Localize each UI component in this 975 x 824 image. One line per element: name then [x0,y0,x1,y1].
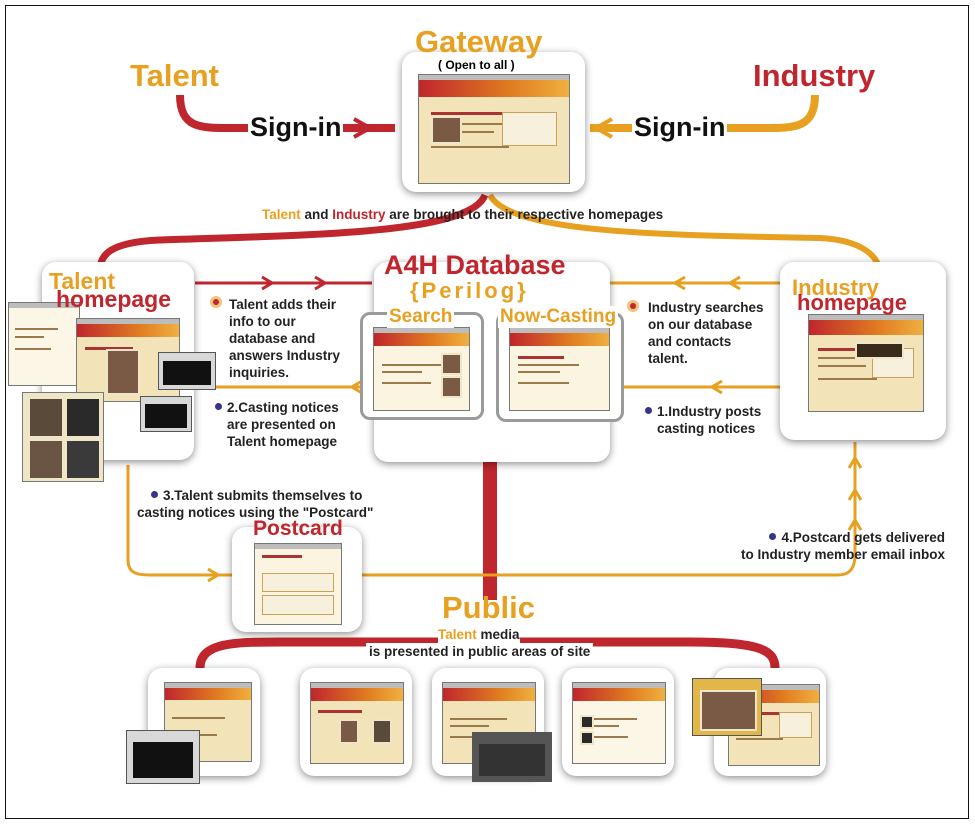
gateway-card [402,52,585,192]
public-media-line: Talent media [438,626,520,643]
caption-industry: Industry [332,207,386,222]
caption-talent: Talent [262,207,301,222]
now-casting-label: Now-Casting [498,306,619,328]
public-video-window [472,732,552,782]
search-photo-1 [440,352,462,375]
gateway-photo [431,116,462,144]
talent-homepage-photo [105,348,141,396]
gateway-title: Gateway [415,24,543,59]
step2-bullet [215,403,222,410]
now-casting-screenshot [509,327,610,411]
public-photo-4b [580,731,594,745]
homepages-caption: Talent and Industry are brought to their… [262,206,663,223]
public-tv-window [126,730,200,784]
public-screenshot-4 [572,682,666,764]
industry-homepage-title-1: Industry [792,275,879,300]
public-arc [195,637,780,669]
industry-homepage-card [780,262,946,440]
industry-searches-bullet [627,300,639,312]
public-caption: is presented in public areas of site [366,643,594,660]
gateway-screenshot [418,74,570,184]
grid-photo-2 [64,397,101,439]
grid-photo-1 [27,397,64,439]
public-video-player [692,678,762,736]
caption-rest: are brought to their respective homepage… [385,207,664,222]
search-label: Search [387,306,455,328]
public-screenshot-2 [310,682,404,764]
database-card [360,262,624,462]
talent-homepage-title-2: homepage [56,286,172,312]
talent-label: Talent [130,58,219,93]
grid-photo-3 [27,438,64,480]
public-screenshot-1 [164,682,252,762]
industry-homepage-screenshot [808,314,924,412]
talent-video-window [158,352,216,390]
caption-and: and [300,207,333,222]
step1-bullet [645,407,652,414]
gateway-to-industry-line [487,193,883,276]
database-title: A4H Database [384,250,566,280]
industry-searches-text: Industry searches on our database and co… [648,300,764,366]
search-panel[interactable] [360,312,484,420]
industry-signin-label: Sign-in [632,112,728,143]
talent-photo-grid [22,392,104,482]
grid-photo-4 [64,438,101,480]
talent-profile-screenshot [8,302,80,386]
step2-text: 2.Casting notices are presented on Talen… [215,399,339,450]
industry-banner-photo [854,341,905,360]
step1-text: 1.Industry posts casting notices [645,403,761,437]
gateway-to-talent-line [96,193,489,271]
talent-signin-line [176,94,395,132]
public-title: Public [442,590,536,625]
public-card-4 [562,668,674,776]
public-card-1 [148,668,260,776]
public-video-photo [699,690,757,732]
industry-homepage-title-2: homepage [797,290,908,315]
postcard-card [232,527,362,632]
public-photo-2b [371,719,393,744]
talent-video-window-2 [140,396,192,432]
search-screenshot [373,327,470,411]
gateway-subtitle: ( Open to all ) [438,58,515,72]
postcard-screenshot [254,543,342,625]
step3-bullet [151,491,158,498]
talent-homepage-title-1: Talent [49,268,116,294]
industry-signin-line [590,94,819,132]
database-subtitle: {Perilog} [410,278,529,303]
step4-bullet [769,533,777,540]
step3-text: 3.Talent submits themselves to casting n… [137,488,374,520]
industry-label: Industry [753,58,876,93]
public-photo-4a [580,715,594,729]
search-photo-2 [440,375,462,398]
step4-text: 4.Postcard gets delivered to Industry me… [741,530,946,562]
diagram-frame [5,5,969,819]
public-photo-2a [338,719,360,744]
public-card-2 [300,668,412,776]
talent-signin-label: Sign-in [248,112,344,143]
talent-adds-bullet [210,296,222,308]
now-casting-panel[interactable] [496,312,624,422]
postcard-title: Postcard [253,517,343,540]
talent-adds-text: Talent adds their info to our database a… [229,297,341,380]
